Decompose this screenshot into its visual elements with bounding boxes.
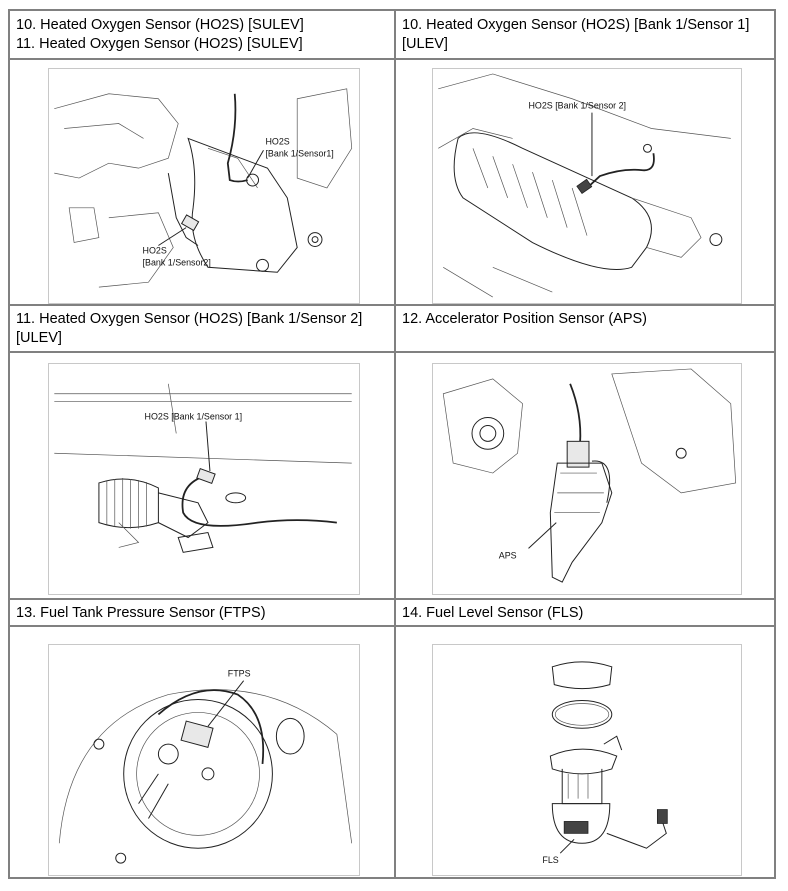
figure-aps: APS	[432, 363, 742, 595]
caption-aps: 12. Accelerator Position Sensor (APS)	[402, 311, 648, 327]
svg-text:HO2S [Bank 1/Sensor 1]: HO2S [Bank 1/Sensor 1]	[145, 412, 243, 422]
row-divider	[10, 351, 774, 353]
figure-ho2s-bank1-sensor2-ulev: HO2S [Bank 1/Sensor 1]	[48, 363, 360, 595]
figure-ho2s-sulev: HO2S [Bank 1/Sensor1] HO2S [Bank 1/Senso…	[48, 68, 360, 304]
column-divider	[394, 11, 396, 877]
row-divider	[10, 304, 774, 306]
sensor-table: 10. Heated Oxygen Sensor (HO2S) [SULEV]1…	[8, 9, 776, 879]
svg-text:HO2S [Bank 1/Sensor 2]: HO2S [Bank 1/Sensor 2]	[529, 101, 627, 111]
svg-text:[Bank 1/Sensor2]: [Bank 1/Sensor2]	[143, 257, 211, 267]
figure-fls: FLS	[432, 644, 742, 876]
caption-ftps: 13. Fuel Tank Pressure Sensor (FTPS)	[16, 605, 266, 621]
svg-text:HO2S: HO2S	[143, 245, 167, 255]
row-divider	[10, 625, 774, 627]
caption-ho2s-bank1-sensor2-ulev: 11. Heated Oxygen Sensor (HO2S) [Bank 1/…	[16, 311, 363, 346]
row-divider	[10, 58, 774, 60]
figure-ftps: FTPS	[48, 644, 360, 876]
row-divider	[10, 598, 774, 600]
svg-text:APS: APS	[499, 550, 517, 560]
svg-text:HO2S: HO2S	[265, 136, 289, 146]
svg-text:FTPS: FTPS	[228, 669, 251, 679]
figure-ho2s-bank1-sensor1-ulev: HO2S [Bank 1/Sensor 2]	[432, 68, 742, 304]
svg-text:FLS: FLS	[542, 855, 558, 865]
svg-text:[Bank 1/Sensor1]: [Bank 1/Sensor1]	[265, 148, 333, 158]
caption-ho2s-sulev: 10. Heated Oxygen Sensor (HO2S) [SULEV]1…	[16, 17, 304, 52]
caption-ho2s-bank1-sensor1-ulev: 10. Heated Oxygen Sensor (HO2S) [Bank 1/…	[402, 17, 750, 52]
caption-fls: 14. Fuel Level Sensor (FLS)	[402, 605, 584, 621]
